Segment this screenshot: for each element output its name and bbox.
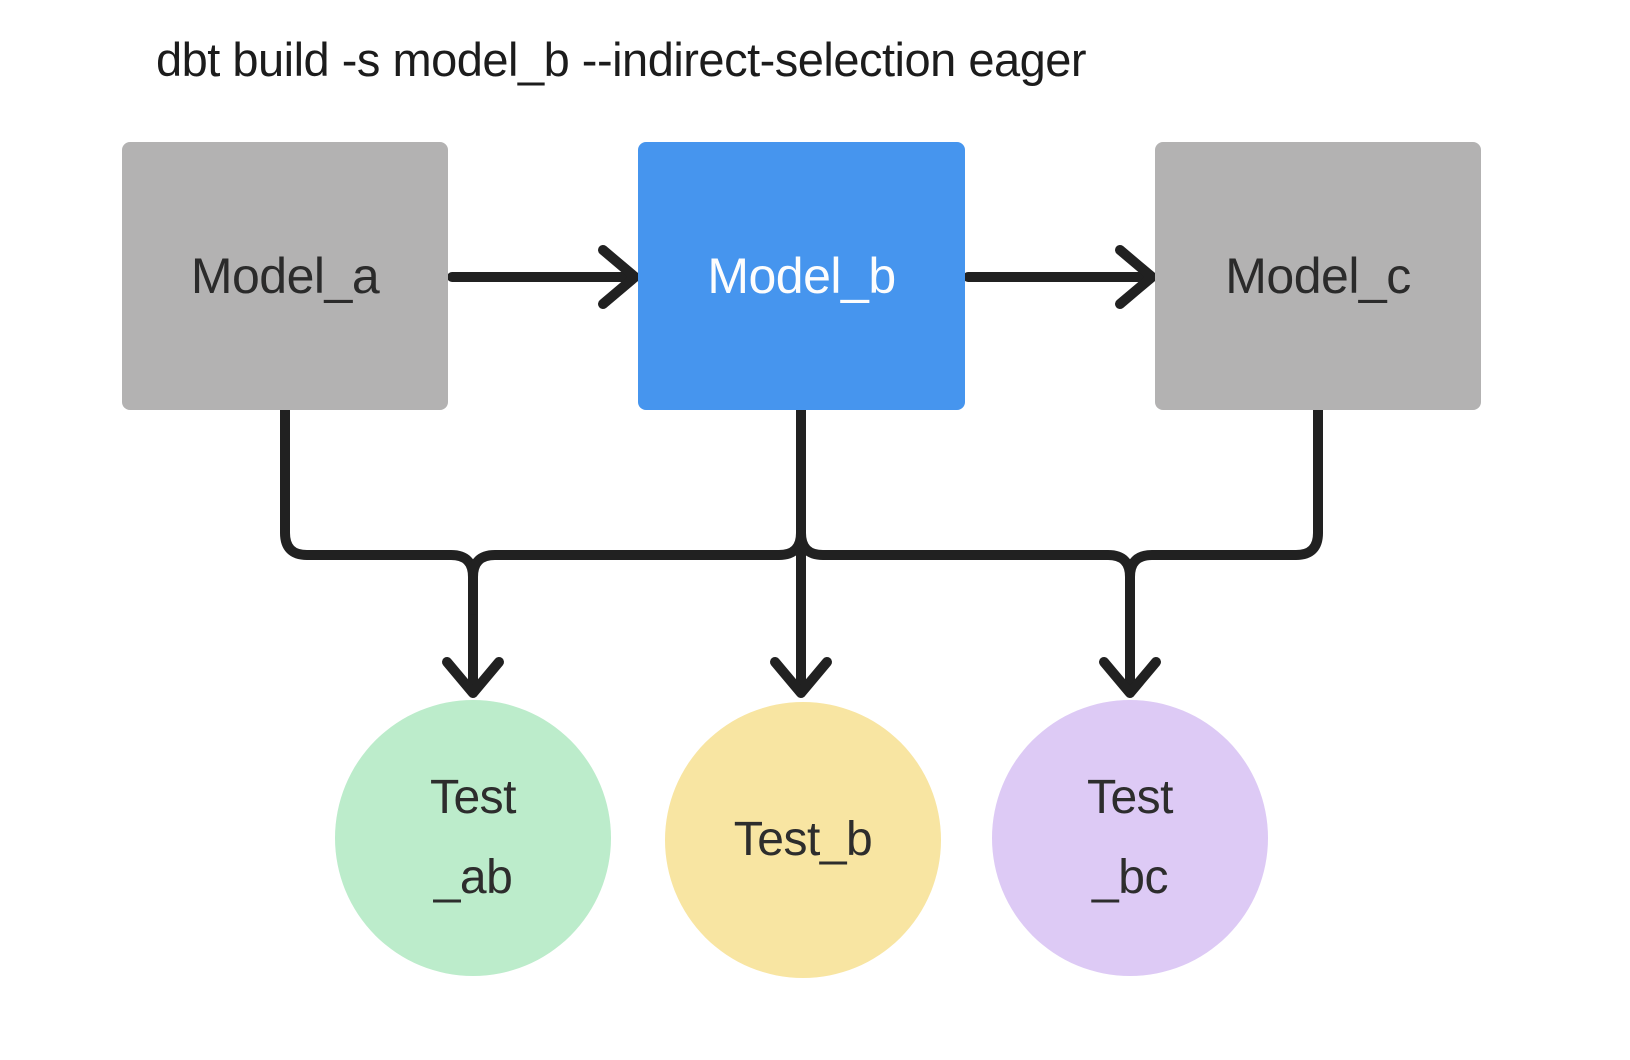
node-test-b-label-line1: Test_b	[733, 813, 873, 866]
node-test-bc-label-line1: Test	[1086, 771, 1174, 824]
node-model-c: Model_c	[1155, 142, 1481, 410]
node-model-c-label: Model_c	[1225, 248, 1411, 304]
node-test-ab-label-line2: _ab	[433, 851, 513, 904]
node-test-ab: Test _ab	[335, 700, 611, 976]
node-model-a: Model_a	[122, 142, 448, 410]
arrowhead-test-b	[770, 657, 832, 698]
arrowhead-test-ab	[442, 657, 504, 698]
node-model-b-label: Model_b	[707, 248, 896, 304]
arrowhead-test-bc	[1099, 657, 1161, 698]
node-test-bc-label-line2: _bc	[1092, 851, 1168, 904]
arrowhead-model-c	[1115, 245, 1157, 309]
edge-model-b-to-test-bc	[796, 528, 1135, 615]
edge-model-b-to-test-ab	[468, 528, 806, 615]
node-test-bc: Test _bc	[992, 700, 1268, 976]
node-test-ab-label-line1: Test	[429, 771, 517, 824]
node-model-b-selected: Model_b	[638, 142, 965, 410]
node-model-a-label: Model_a	[190, 248, 380, 304]
node-test-b: Test_b	[665, 702, 941, 978]
edge-model-c-to-test-bc	[1125, 405, 1323, 691]
edge-model-a-to-test-ab	[280, 405, 478, 691]
arrowhead-model-b	[598, 245, 640, 309]
command-title: dbt build -s model_b --indirect-selectio…	[156, 33, 1087, 86]
